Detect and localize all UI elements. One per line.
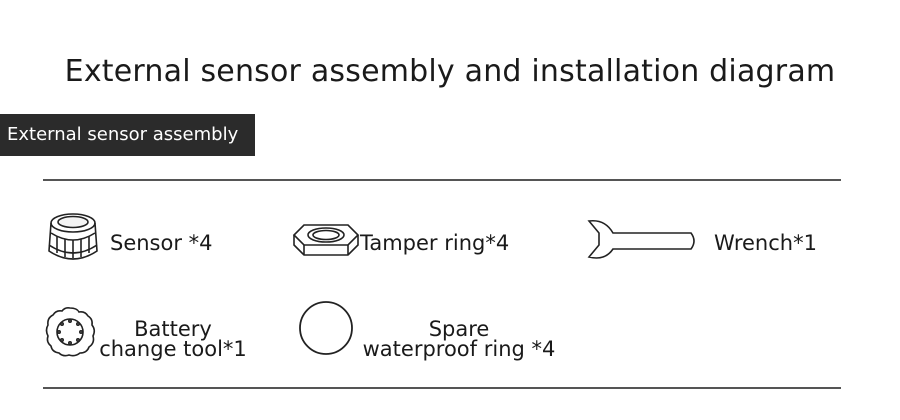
battery-change-tool-label-line2: change tool*1 bbox=[99, 337, 247, 361]
battery-change-tool-label-line1: Battery bbox=[134, 317, 212, 341]
bottom-divider bbox=[43, 387, 841, 389]
sensor-label: Sensor *4 bbox=[110, 231, 213, 255]
wrench-icon bbox=[587, 219, 695, 259]
spare-waterproof-ring-icon bbox=[299, 301, 353, 355]
spare-waterproof-ring-label-line2: waterproof ring *4 bbox=[362, 337, 556, 361]
tamper-ring-icon bbox=[292, 224, 360, 256]
page-title: External sensor assembly and installatio… bbox=[64, 54, 836, 89]
wrench-label: Wrench*1 bbox=[714, 231, 817, 255]
sensor-icon bbox=[48, 213, 98, 260]
battery-change-tool-icon bbox=[45, 307, 96, 357]
section-badge: External sensor assembly bbox=[0, 114, 255, 156]
top-divider bbox=[43, 179, 841, 181]
spare-waterproof-ring-label: Spare waterproof ring *4 bbox=[348, 317, 570, 361]
tamper-ring-label: Tamper ring*4 bbox=[360, 231, 510, 255]
spare-waterproof-ring-label-line1: Spare bbox=[428, 317, 490, 341]
battery-change-tool-label: Battery change tool*1 bbox=[88, 317, 258, 361]
